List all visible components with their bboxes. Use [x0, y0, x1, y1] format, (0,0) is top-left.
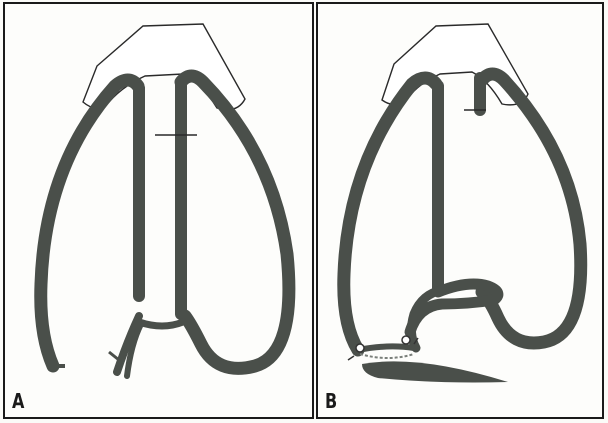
panel-a: A [3, 2, 314, 419]
left-outer-loop-a [41, 80, 138, 366]
panel-b: B [316, 2, 604, 419]
lower-bridge-a [139, 322, 183, 326]
conduit-loop-b [411, 290, 442, 348]
patch-suture-b [360, 354, 414, 358]
vessel-tick-a [109, 352, 119, 360]
panel-label-a: A [12, 389, 24, 413]
diagram-b [318, 4, 602, 417]
panel-label-b: B [325, 389, 337, 413]
diagram-a [5, 4, 312, 417]
patch-top-b [358, 346, 414, 350]
right-outer-loop-a [181, 76, 289, 368]
suture-knot-left-b [356, 344, 364, 352]
lower-tail-b [362, 361, 508, 382]
suture-knot-right-b [402, 336, 410, 344]
